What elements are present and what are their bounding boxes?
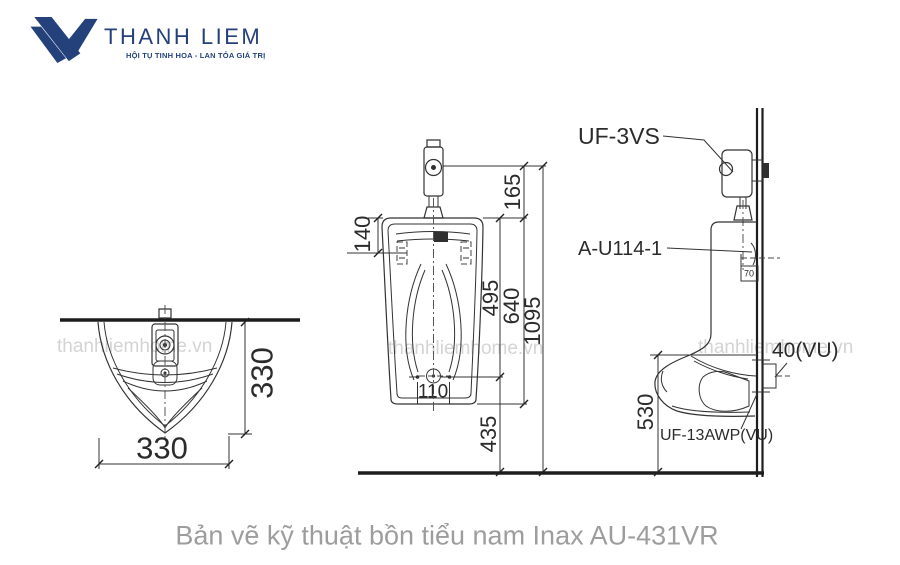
brand-name: THANH LIEM bbox=[104, 24, 263, 49]
watermark: thanhliemhome.vn bbox=[388, 338, 544, 359]
plan-view bbox=[60, 305, 300, 469]
dim-plan-width: 330 bbox=[136, 430, 188, 466]
dim-outlet-height: 530 bbox=[633, 393, 658, 431]
side-view bbox=[650, 108, 790, 477]
brand-tagline: HỘI TỤ TINH HOA - LAN TỎA GIÁ TRỊ bbox=[126, 51, 266, 60]
dim-drain-to-floor: 435 bbox=[476, 415, 501, 453]
dim-drain-offset: 110 bbox=[417, 381, 449, 403]
dim-valve-to-rim: 165 bbox=[500, 173, 525, 211]
label-flush-valve: UF-3VS bbox=[578, 123, 660, 149]
caption: Bản vẽ kỹ thuật bồn tiểu nam Inax AU-431… bbox=[175, 520, 719, 551]
dim-plan-depth: 330 bbox=[244, 347, 280, 399]
watermark: thanhliemhome.vn bbox=[698, 337, 854, 358]
label-trap: UF-13AWP(VU) bbox=[660, 427, 774, 444]
brand-logo-icon bbox=[30, 17, 98, 63]
brand-logo: THANH LIEM HỘI TỤ TINH HOA - LAN TỎA GIÁ… bbox=[28, 14, 288, 66]
label-spud: A-U114-1 bbox=[578, 238, 663, 260]
front-view bbox=[347, 140, 764, 476]
dim-bracket-offset: 140 bbox=[350, 215, 375, 253]
dim-total-height: 1095 bbox=[520, 296, 545, 346]
label-outlet: 40(VU) bbox=[772, 339, 839, 362]
dim-wall-inset: 70 bbox=[743, 268, 755, 279]
